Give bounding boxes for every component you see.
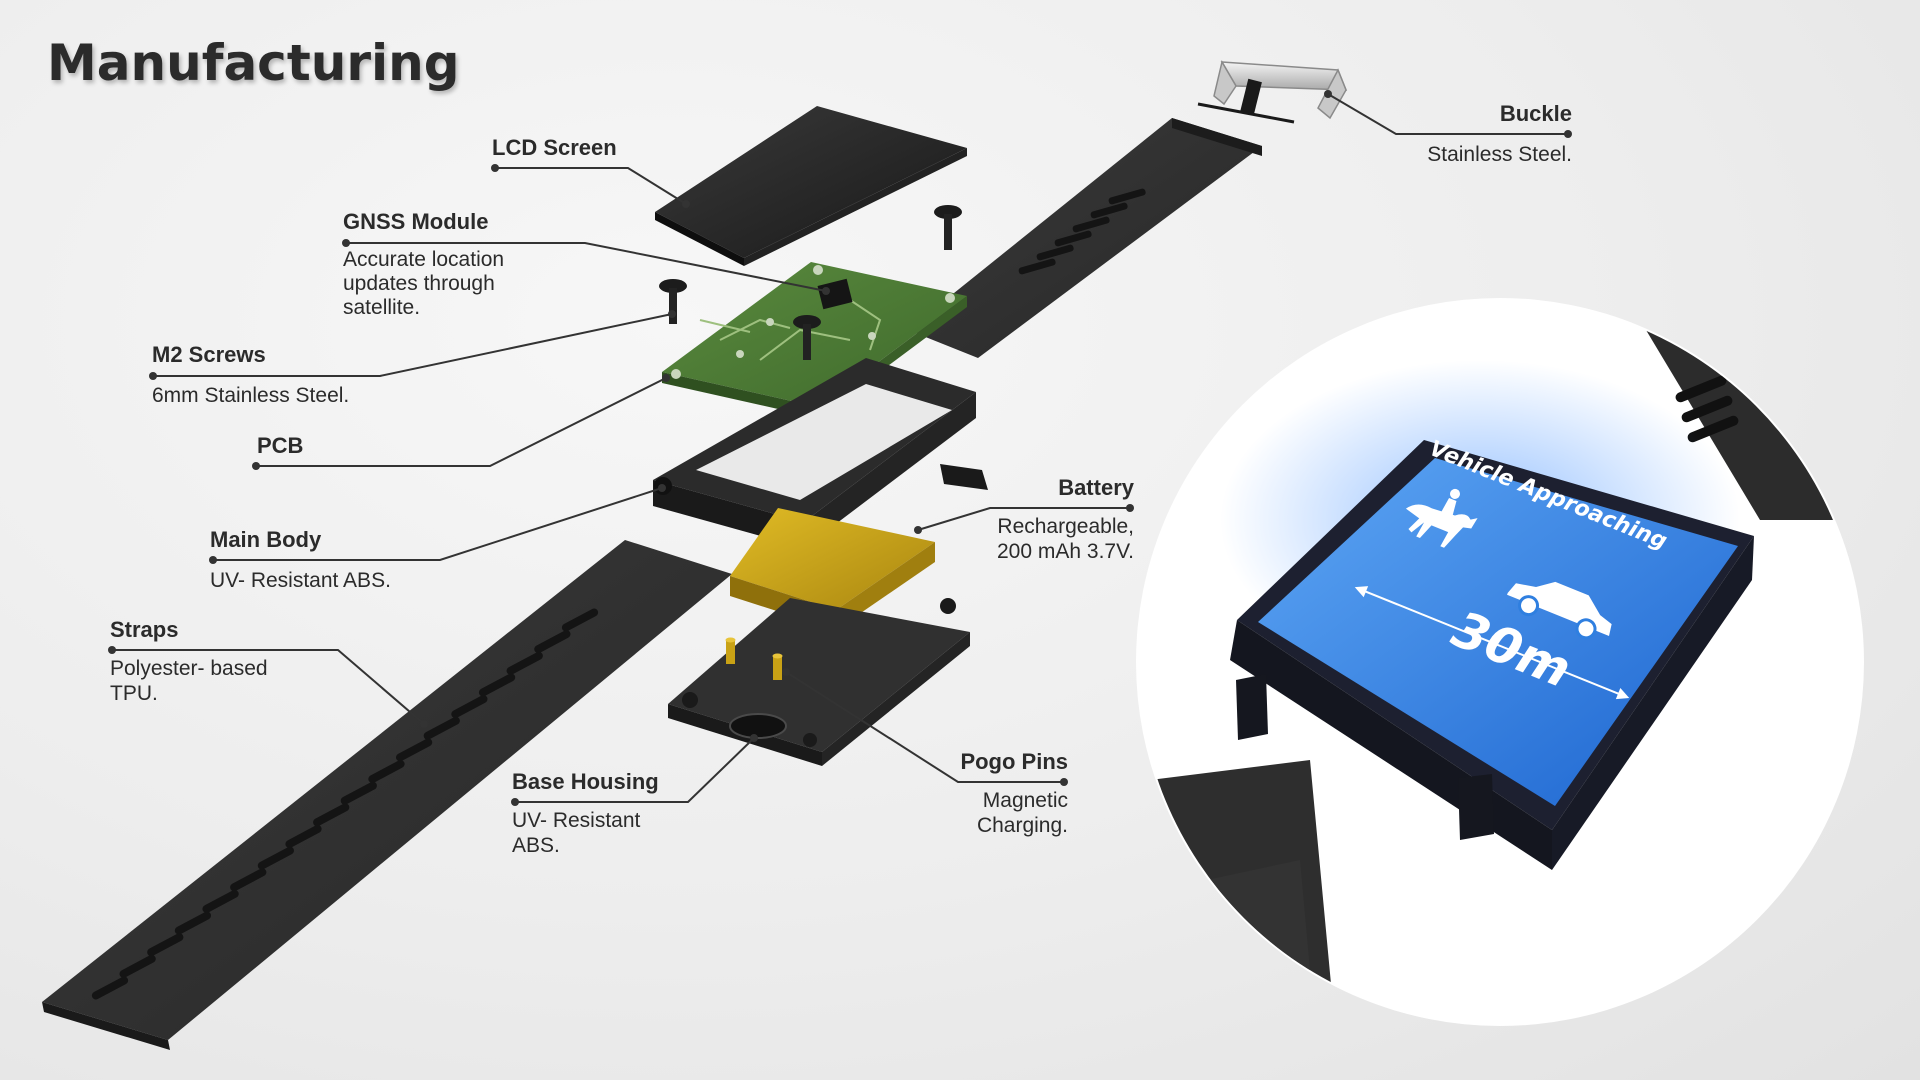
strap-hole (147, 933, 184, 957)
leader-lines (112, 93, 1568, 803)
callout-buckle: Buckle Stainless Steel. (1350, 100, 1572, 167)
callout-lcd-screen: LCD Screen (492, 134, 617, 162)
buckle-label: Buckle (1499, 101, 1572, 126)
strap-hole (313, 803, 350, 827)
straps-desc: Polyester- based TPU. (110, 657, 268, 705)
battery-part (730, 508, 935, 630)
callout-pogo-pins: Pogo Pins Magnetic Charging. (900, 748, 1068, 838)
base-housing-desc: UV- Resistant ABS. (512, 809, 641, 857)
watch-screen: Vehicle Approaching 30m (1323, 420, 1717, 781)
strap-hole (91, 976, 129, 1000)
battery-desc: Rechargeable, 200 mAh 3.7V. (997, 515, 1134, 563)
battery-label: Battery (1058, 475, 1134, 500)
strap-hole (119, 954, 156, 978)
base-housing-part (668, 598, 970, 766)
lcd-screen-label: LCD Screen (492, 135, 617, 160)
horse-rider-icon (1405, 488, 1478, 548)
main-body-label: Main Body (210, 527, 322, 552)
strap-hole (368, 760, 405, 784)
strap-hole (340, 781, 377, 805)
base-housing-label: Base Housing (512, 769, 659, 794)
strap-hole (230, 868, 267, 892)
straps-label: Straps (110, 617, 179, 642)
pcb-label: PCB (257, 433, 304, 458)
leader-dots (108, 90, 1572, 806)
strap-hole (506, 651, 543, 675)
car-icon (1507, 581, 1612, 640)
strap-hole (478, 673, 516, 697)
strap-hole (285, 824, 322, 848)
gnss-module-label: GNSS Module (343, 209, 489, 234)
m2-screws-desc: 6mm Stainless Steel. (152, 384, 350, 407)
gnss-module-desc: Accurate location updates through satell… (343, 248, 505, 319)
pogo-pins-label: Pogo Pins (960, 749, 1068, 774)
strap-hole (561, 608, 599, 632)
strap-hole (174, 911, 212, 935)
strap-hole (534, 630, 571, 654)
buckle-desc: Stainless Steel. (1427, 143, 1572, 166)
page-title: Manufacturing (47, 34, 460, 92)
main-body-desc: UV- Resistant ABS. (210, 569, 391, 592)
pogo-pins-part (725, 637, 783, 680)
m2-screws (659, 205, 962, 360)
strap-hole (451, 695, 488, 719)
strap-hole (423, 716, 460, 740)
callout-main-body: Main Body UV- Resistant ABS. (210, 526, 391, 593)
strap-hole (202, 889, 239, 913)
upper-strap (908, 118, 1262, 358)
callout-pcb: PCB (257, 432, 303, 460)
callout-m2-screws: M2 Screws 6mm Stainless Steel. (152, 341, 349, 408)
lower-strap (42, 540, 732, 1050)
strap-hole (257, 846, 295, 870)
callout-straps: Straps Polyester- based TPU. (110, 616, 268, 706)
double-arrow-icon (1354, 586, 1630, 700)
strap-hole (395, 738, 433, 762)
m2-screws-label: M2 Screws (152, 342, 266, 367)
callout-battery: Battery Rechargeable, 200 mAh 3.7V. (940, 474, 1134, 564)
main-body-part (653, 358, 988, 548)
pogo-pins-desc: Magnetic Charging. (976, 789, 1068, 837)
callout-gnss-module: GNSS Module Accurate location updates th… (343, 208, 504, 320)
buckle-part (1197, 59, 1348, 124)
lcd-screen-part (655, 106, 967, 266)
callout-base-housing: Base Housing UV- Resistant ABS. (512, 768, 659, 858)
